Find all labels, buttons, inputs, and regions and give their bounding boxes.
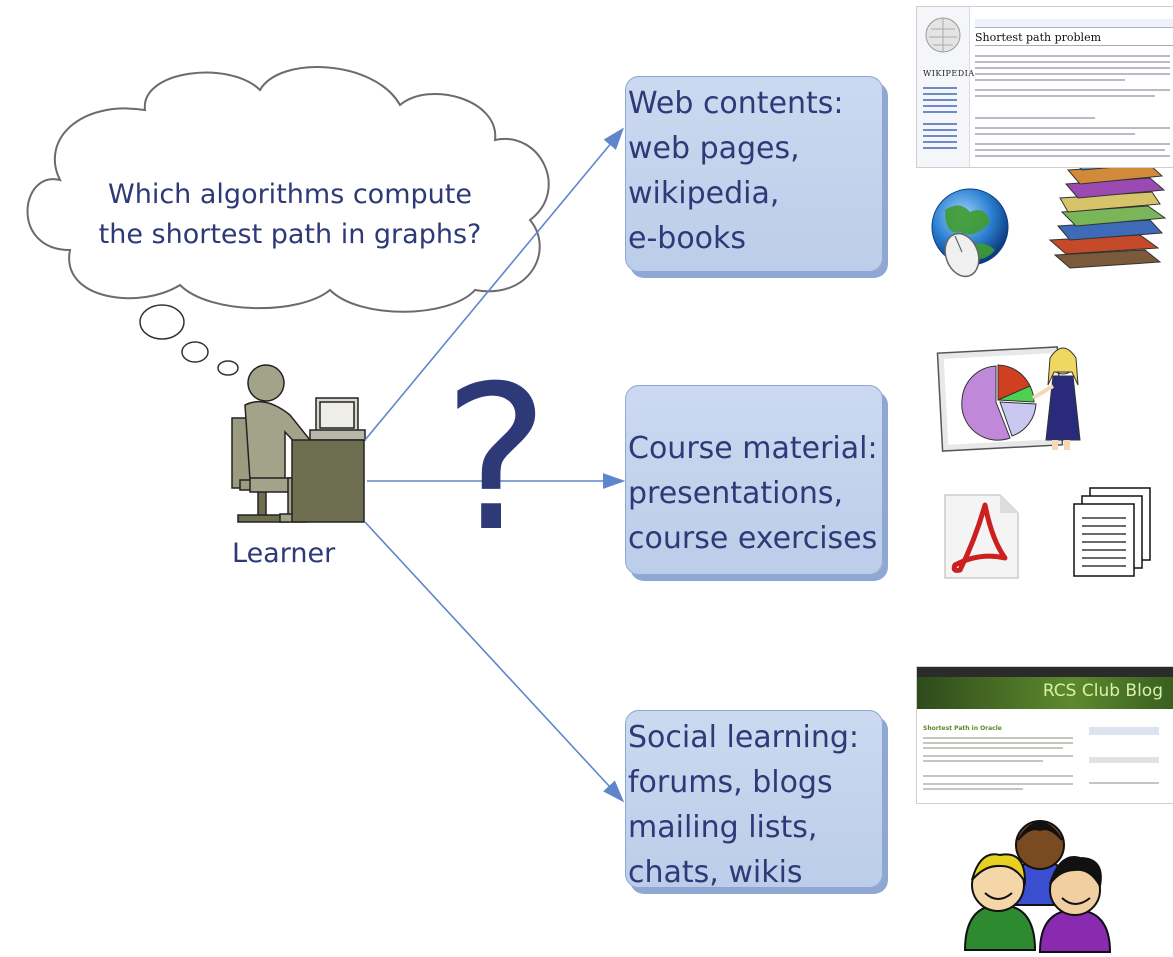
course-box-line-2: presentations, — [628, 476, 844, 511]
people-group-icon — [963, 820, 1112, 953]
social-learning-box: Social learning: forums, blogs mailing l… — [625, 710, 883, 890]
course-box-line-1: Course material: — [628, 431, 878, 466]
presentation-icon — [936, 346, 1081, 452]
question-mark: ? — [443, 343, 550, 576]
web-box-line-4: e-books — [628, 221, 747, 256]
learner-label: Learner — [232, 538, 336, 569]
blog-nav-bar — [917, 667, 1173, 677]
books-stack-icon — [1048, 153, 1167, 269]
arrow-to-social — [364, 521, 625, 803]
thought-bubble-medium — [181, 341, 209, 363]
social-box-line-3: mailing lists, — [628, 810, 818, 845]
learner-figure — [231, 364, 366, 523]
thought-bubble-small — [217, 360, 239, 376]
wiki-sidebar: WIKIPEDIA — [917, 7, 974, 167]
web-box-line-1: Web contents: — [628, 86, 844, 121]
social-box-line-2: forums, blogs — [628, 765, 833, 800]
thought-bubble-large — [139, 304, 185, 340]
web-box-line-2: web pages, — [628, 131, 800, 166]
blog-screenshot-thumbnail: RCS Club Blog Shortest Path in Oracle — [916, 666, 1173, 804]
course-box-line-3: course exercises — [628, 521, 878, 556]
web-box-line-3: wikipedia, — [628, 176, 780, 211]
thought-line-2: the shortest path in graphs? — [98, 219, 482, 250]
social-box-line-4: chats, wikis — [628, 855, 803, 890]
wiki-article-heading: Shortest path problem — [975, 31, 1102, 44]
arrows — [364, 127, 626, 803]
globe-mouse-icon — [931, 188, 1009, 278]
thought-cloud — [26, 66, 550, 376]
arrow-to-web — [364, 127, 625, 441]
social-box-line-1: Social learning: — [628, 720, 859, 755]
blog-post-title: Shortest Path in Oracle — [923, 725, 1002, 732]
wikipedia-globe-logo-icon — [925, 17, 961, 53]
pdf-document-icon — [944, 494, 1019, 579]
wiki-brand: WIKIPEDIA — [923, 69, 975, 78]
blog-banner — [917, 677, 1173, 709]
thought-line-1: Which algorithms compute — [108, 179, 472, 210]
blog-title: RCS Club Blog — [1042, 681, 1163, 701]
documents-stack-icon — [1073, 487, 1151, 577]
web-contents-box: Web contents: web pages, wikipedia, e-bo… — [625, 76, 883, 272]
wikipedia-screenshot-thumbnail: WIKIPEDIA Shortest path problem — [916, 6, 1173, 168]
course-material-box: Course material: presentations, course e… — [625, 385, 883, 575]
thought-text: Which algorithms compute the shortest pa… — [60, 175, 520, 255]
